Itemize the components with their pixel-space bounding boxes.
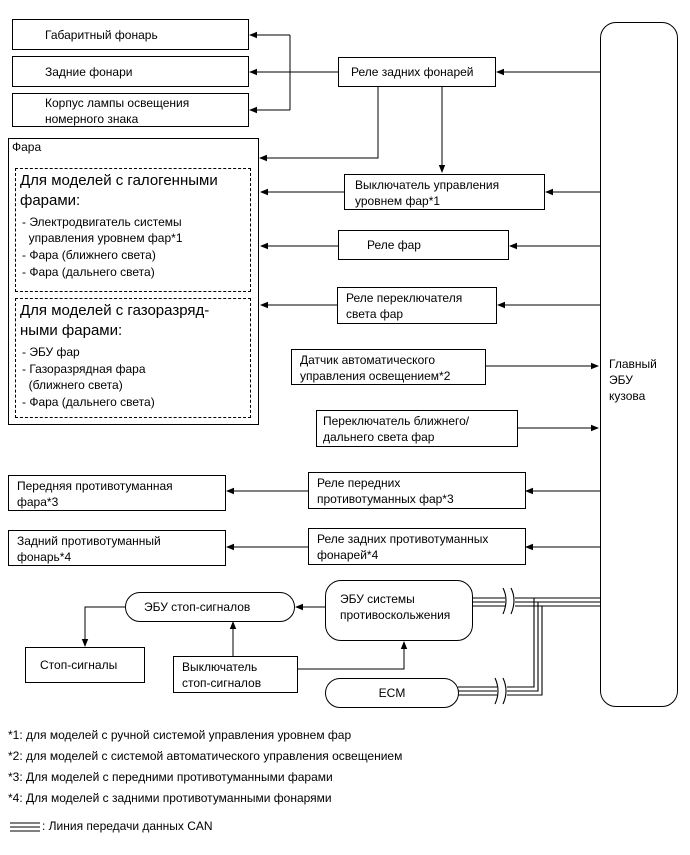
hid-group	[15, 298, 251, 418]
plate-lamp-box: Корпус лампы освещения номерного знака	[12, 93, 249, 127]
stop-lamps-label: Стоп-сигналы	[40, 658, 118, 672]
halogen-item-3: - Фара (ближнего света)	[22, 248, 156, 262]
hid-item-2: - Газоразрядная фара	[22, 362, 146, 376]
rear-fog-lamp-label-1: Задний противотуманный	[17, 534, 161, 548]
footnote-4: *4: Для моделей с задними противотуманны…	[8, 791, 332, 805]
dimmer-relay-label-1: Реле переключателя	[346, 291, 463, 305]
halogen-title-1: Для моделей с галогенными	[20, 172, 218, 189]
ecm-box: ECM	[325, 678, 459, 708]
head-relay-label: Реле фар	[367, 238, 421, 252]
hid-title-1: Для моделей с газоразряд-	[20, 302, 210, 319]
stop-switch-box: Выключатель стоп-сигналов	[173, 656, 298, 693]
main-body-ecu-box	[600, 22, 678, 707]
rear-fog-lamp-label-2: фонарь*4	[17, 550, 72, 564]
auto-light-sensor-label-1: Датчик автоматического	[300, 353, 436, 367]
dimmer-switch-label-2: дальнего света фар	[323, 430, 435, 444]
headlamp-label: Фара	[12, 140, 42, 154]
halogen-item-4: - Фара (дальнего света)	[22, 265, 155, 279]
rear-fog-lamp-box: Задний противотуманный фонарь*4	[8, 530, 226, 566]
halogen-item-1: - Электродвигатель системы	[22, 215, 182, 229]
tail-lamps-label: Задние фонари	[45, 64, 133, 79]
front-fog-lamp-label-1: Передняя противотуманная	[17, 479, 173, 493]
hid-item-3: (ближнего света)	[22, 378, 123, 392]
footnote-3: *3: Для моделей с передними противотуман…	[8, 770, 333, 784]
front-fog-lamp-box: Передняя противотуманная фара*3	[8, 475, 226, 511]
halogen-title-2: фарами:	[20, 192, 81, 209]
front-fog-relay-label-1: Реле передних	[317, 476, 401, 490]
footnote-2: *2: для моделей с системой автоматическо…	[8, 749, 403, 763]
auto-light-sensor-box: Датчик автоматического управления освеще…	[291, 349, 486, 385]
footnote-1: *1: для моделей с ручной системой управл…	[8, 728, 352, 742]
main-body-ecu-label-3: кузова	[609, 389, 646, 403]
gabarit-lamp-label: Габаритный фонарь	[45, 27, 158, 42]
main-body-ecu-label-1: Главный	[609, 357, 657, 371]
stop-ecu-box: ЭБУ стоп-сигналов	[125, 592, 295, 622]
ecm-label: ECM	[378, 686, 406, 700]
skid-ecu-box: ЭБУ системы противоскольжения	[325, 580, 473, 641]
plate-lamp-label-1: Корпус лампы освещения	[45, 96, 190, 110]
head-relay-box: Реле фар	[338, 230, 509, 260]
gabarit-lamp-box: Габаритный фонарь	[12, 19, 249, 50]
rear-fog-relay-label-2: фонарей*4	[317, 548, 379, 562]
dimmer-switch-label-1: Переключатель ближнего/	[323, 414, 470, 428]
front-fog-relay-box: Реле передних противотуманных фар*3	[308, 472, 526, 509]
skid-ecu-label-2: противоскольжения	[340, 608, 451, 622]
front-fog-relay-label-2: противотуманных фар*3	[317, 492, 454, 506]
dimmer-relay-label-2: света фар	[346, 307, 404, 321]
dimmer-relay-box: Реле переключателя света фар	[337, 287, 497, 324]
rear-fog-relay-label-1: Реле задних противотуманных	[317, 532, 489, 546]
stop-switch-label-1: Выключатель	[182, 660, 258, 674]
level-switch-label-1: Выключатель управления	[355, 178, 500, 192]
stop-lamps-box: Стоп-сигналы	[25, 647, 145, 683]
stop-ecu-label: ЭБУ стоп-сигналов	[144, 600, 251, 614]
halogen-group	[15, 168, 251, 292]
stop-switch-label-2: стоп-сигналов	[182, 676, 262, 690]
headlamp-box	[8, 138, 259, 425]
can-legend-label: : Линия передачи данных CAN	[42, 819, 213, 833]
main-body-ecu-label-2: ЭБУ	[609, 373, 633, 387]
front-fog-lamp-label-2: фара*3	[17, 495, 59, 509]
tail-relay-label: Реле задних фонарей	[351, 65, 474, 79]
hid-item-4: - Фара (дальнего света)	[22, 395, 155, 409]
tail-lamps-box: Задние фонари	[12, 56, 249, 87]
hid-title-2: ными фарами:	[20, 322, 123, 339]
skid-ecu-label-1: ЭБУ системы	[340, 592, 415, 606]
plate-lamp-label-2: номерного знака	[45, 112, 139, 126]
level-switch-label-2: уровнем фар*1	[355, 194, 441, 208]
auto-light-sensor-label-2: управления освещением*2	[300, 369, 451, 383]
halogen-item-2: управления уровнем фар*1	[22, 231, 183, 245]
hid-item-1: - ЭБУ фар	[22, 345, 80, 359]
rear-fog-relay-box: Реле задних противотуманных фонарей*4	[308, 528, 526, 565]
tail-relay-box: Реле задних фонарей	[338, 57, 496, 87]
dimmer-switch-box: Переключатель ближнего/ дальнего света ф…	[316, 410, 518, 447]
level-switch-box: Выключатель управления уровнем фар*1	[344, 174, 545, 210]
